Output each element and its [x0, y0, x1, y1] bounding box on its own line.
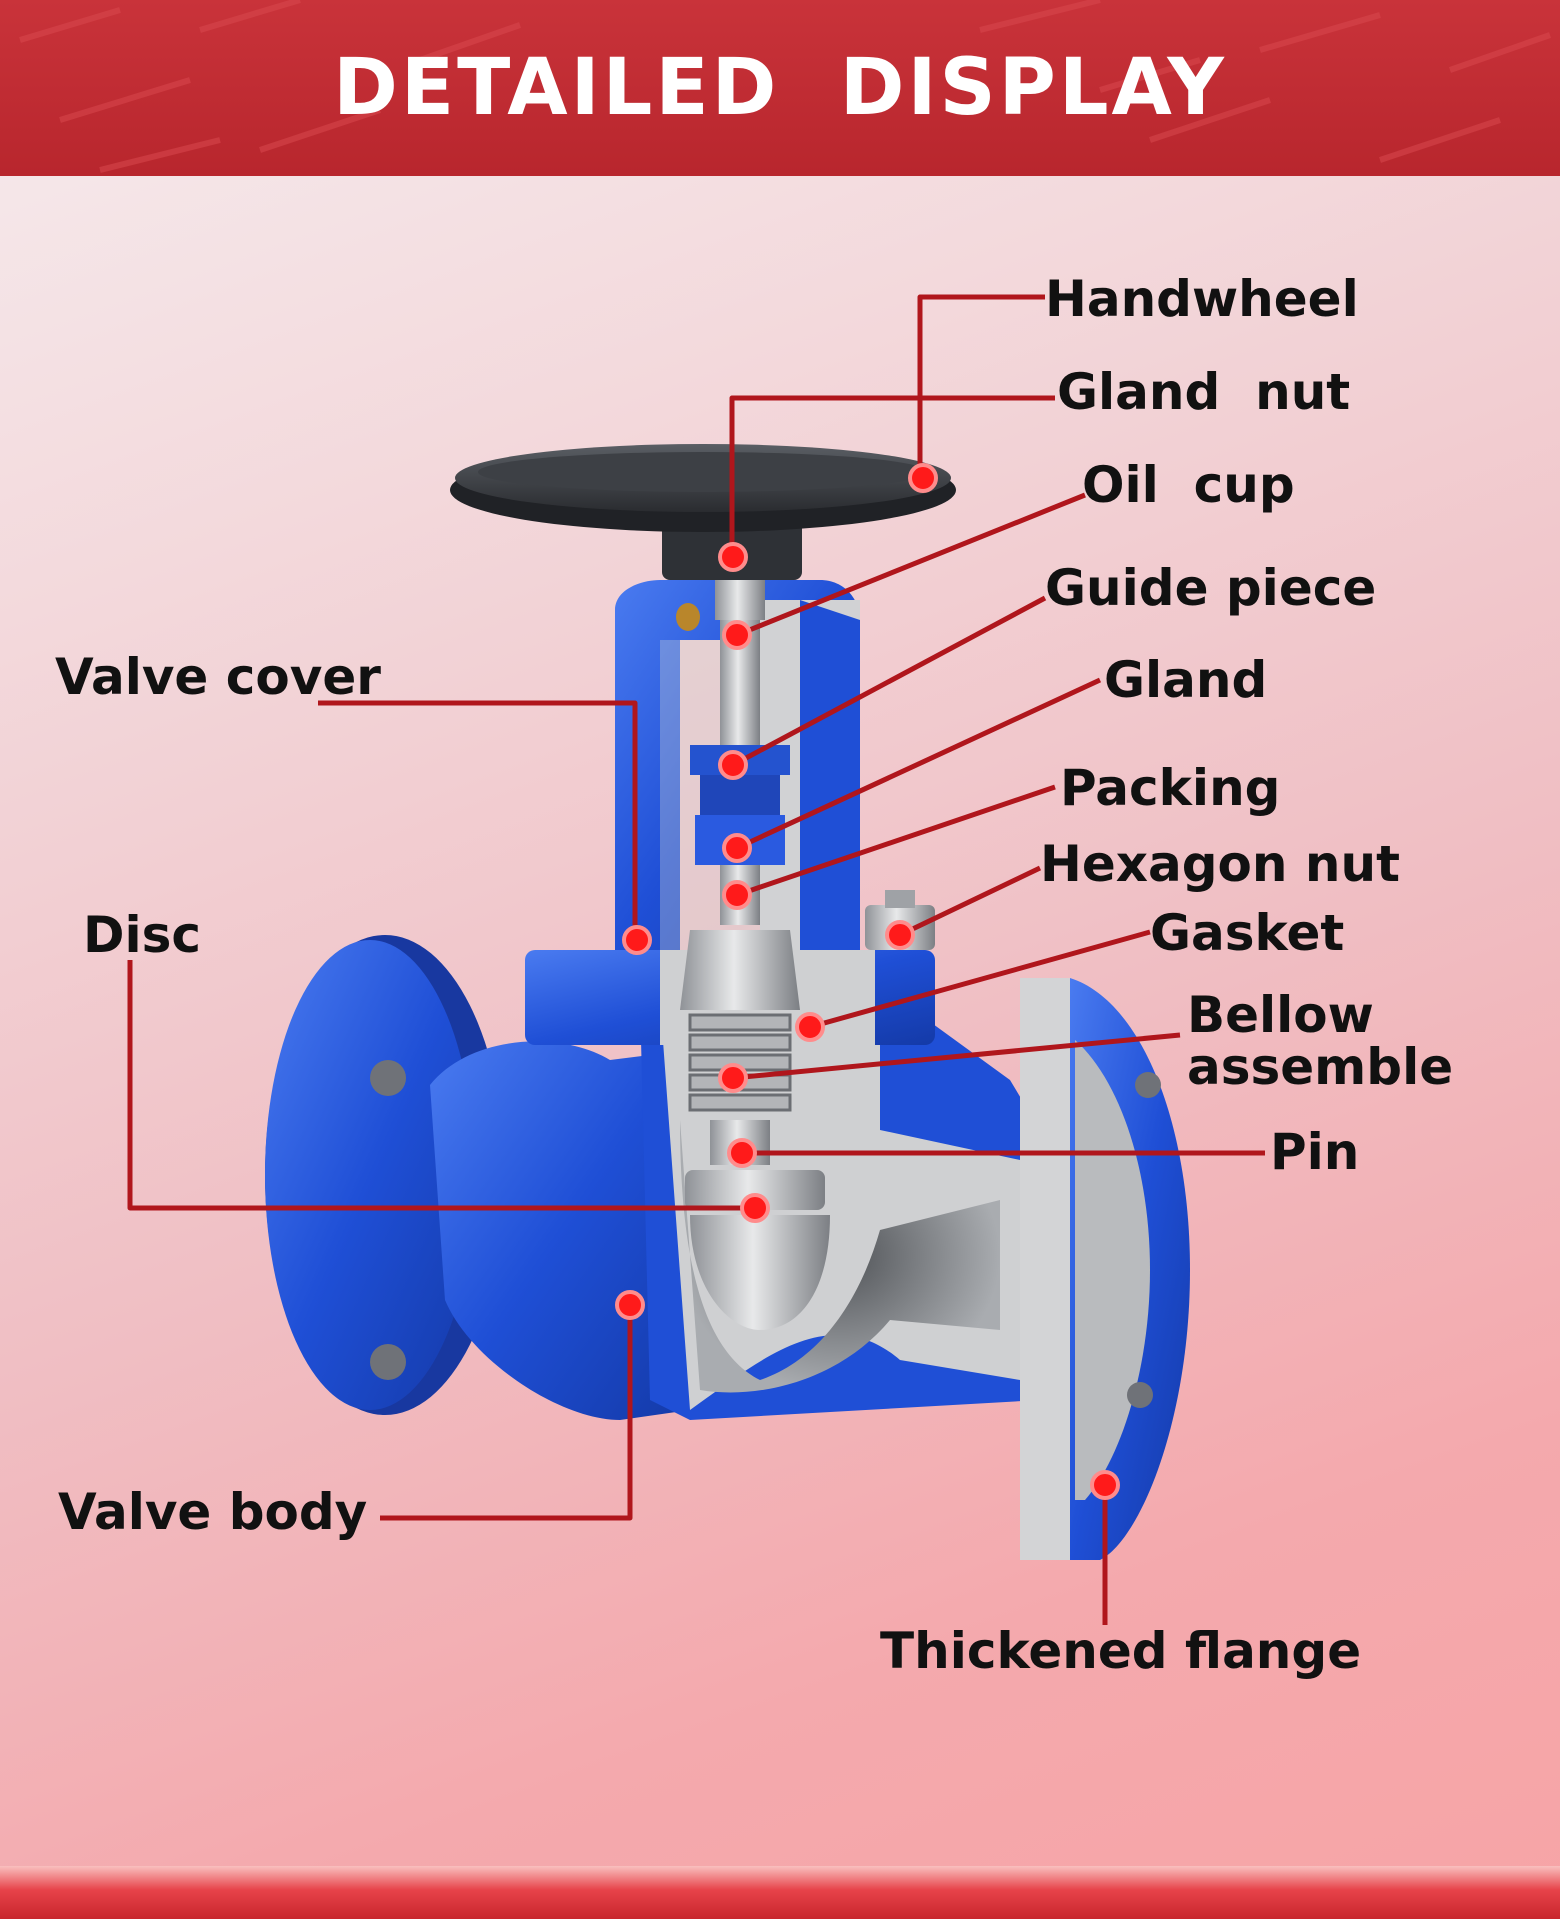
label-pin: Pin [1270, 1123, 1360, 1181]
handwheel-shape [450, 444, 956, 580]
leader-gland-nut [729, 395, 1055, 557]
label-valve-cover: Valve cover [55, 648, 381, 706]
label-handwheel: Handwheel [1045, 270, 1359, 328]
marker-thickened-flange [1090, 1470, 1120, 1500]
marker-bellow [718, 1063, 748, 1093]
marker-gland-nut [718, 542, 748, 572]
marker-valve-body [615, 1290, 645, 1320]
marker-pin [727, 1138, 757, 1168]
label-hexagon-nut: Hexagon nut [1040, 835, 1400, 893]
marker-hexagon-nut [885, 920, 915, 950]
marker-handwheel [908, 463, 938, 493]
label-bellow-line2: assemble [1187, 1038, 1454, 1096]
leader-valve-body [380, 1305, 633, 1521]
leader-handwheel [917, 294, 1045, 478]
leader-oil-cup [736, 492, 1086, 638]
marker-oil-cup [722, 620, 752, 650]
leader-bellow [732, 1032, 1181, 1081]
banner-texture [19, 0, 1551, 173]
marker-packing [722, 880, 752, 910]
leader-valve-cover [318, 700, 638, 940]
marker-valve-cover [622, 925, 652, 955]
leader-lines [127, 294, 1265, 1625]
page-title: DETAILED DISPLAY [333, 43, 1227, 133]
label-disc: Disc [83, 906, 202, 964]
header-banner: DETAILED DISPLAY [0, 0, 1560, 176]
leader-hexagon-nut [898, 865, 1042, 938]
label-gasket: Gasket [1150, 904, 1345, 962]
label-bellow-line1: Bellow [1187, 986, 1374, 1044]
marker-disc [740, 1193, 770, 1223]
label-oil-cup: Oil cup [1082, 456, 1295, 514]
oil-cup [676, 603, 700, 631]
label-guide-piece: Guide piece [1045, 559, 1377, 617]
leader-gland [735, 677, 1102, 851]
left-flange [265, 935, 505, 1415]
label-gland-nut: Gland nut [1057, 363, 1351, 421]
marker-guide-piece [718, 750, 748, 780]
label-packing: Packing [1060, 759, 1281, 817]
leader-gasket [809, 929, 1151, 1030]
label-gland: Gland [1104, 651, 1268, 709]
footer-strip [0, 1866, 1560, 1919]
callout-markers [615, 463, 1120, 1500]
label-valve-body: Valve body [58, 1483, 368, 1541]
marker-gasket [795, 1012, 825, 1042]
leader-packing [736, 784, 1056, 898]
leader-disc [127, 960, 755, 1211]
marker-gland [722, 833, 752, 863]
leader-guide-piece [731, 595, 1047, 768]
label-thickened-flange: Thickened flange [880, 1622, 1362, 1680]
